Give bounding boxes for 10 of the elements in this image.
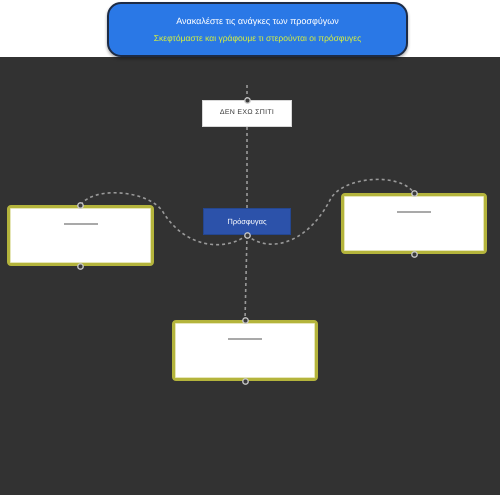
banner-title: Ανακαλέστε τις ανάγκες των προσφύγων — [176, 16, 339, 26]
header-banner — [107, 2, 408, 57]
center-box — [203, 208, 291, 235]
empty-card — [172, 320, 318, 381]
empty-card — [7, 205, 154, 266]
banner-subtitle: Σκεφτόμαστε και γράφουμε τι στερούνται οι πρόσφυγες — [154, 33, 362, 44]
dotted-connector — [246, 127, 248, 208]
dotted-connector — [246, 84, 248, 100]
empty-card — [341, 193, 487, 254]
text-box — [202, 100, 292, 127]
